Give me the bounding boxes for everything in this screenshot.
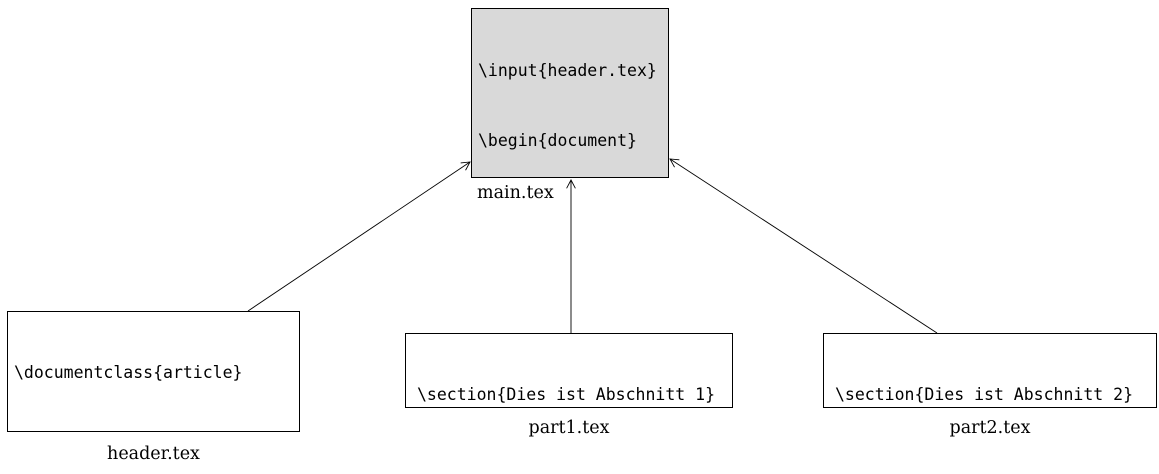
file-box-part2-tex: \section{Dies ist Abschnitt 2} Hier ein … bbox=[823, 333, 1157, 408]
file-label-part1-tex: part1.tex bbox=[528, 418, 610, 438]
code-line: \section{Dies ist Abschnitt 1} bbox=[417, 384, 716, 404]
code-line: \usepackage[ngerman]{babel} bbox=[14, 431, 295, 432]
file-box-header-tex: \documentclass{article} \usepackage[nger… bbox=[7, 311, 300, 432]
code-line: \section{Dies ist Abschnitt 2} bbox=[835, 384, 1134, 404]
code-line: \input{header.tex} bbox=[478, 60, 657, 80]
edge-header-to-main bbox=[247, 161, 471, 312]
file-box-part1-tex: \section{Dies ist Abschnitt 1} Hier ein … bbox=[405, 333, 733, 408]
edge-part2-to-main bbox=[669, 158, 938, 334]
file-box-main-tex: \input{header.tex} \begin{document} \mak… bbox=[471, 8, 669, 178]
file-label-main-tex: main.tex bbox=[477, 183, 554, 203]
code-line: \begin{document} bbox=[478, 131, 637, 151]
file-label-part2-tex: part2.tex bbox=[949, 418, 1031, 438]
code-line: \documentclass{article} bbox=[14, 362, 243, 382]
file-label-header-tex: header.tex bbox=[107, 444, 200, 464]
